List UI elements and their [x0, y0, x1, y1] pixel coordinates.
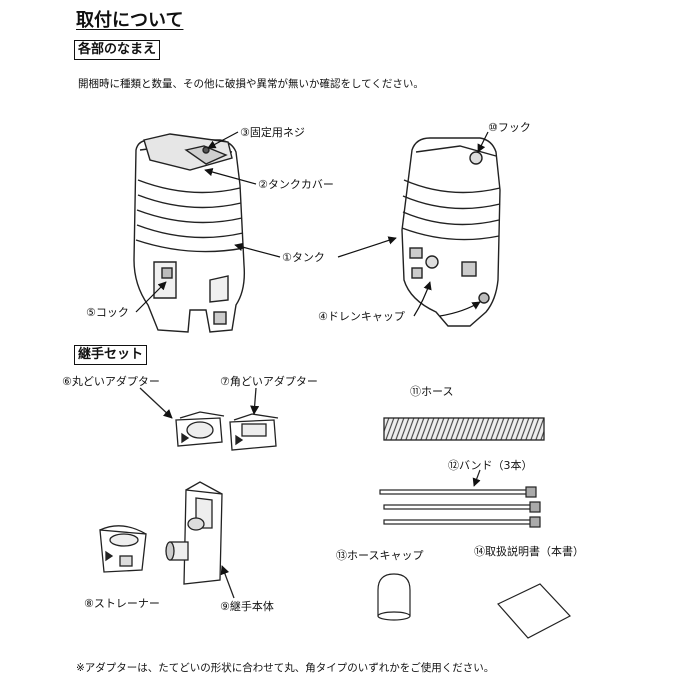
label-hose-cap: ⑬ホースキャップ	[336, 549, 424, 562]
joint-body-drawing	[165, 481, 235, 599]
label-round-adapter: ⑥丸どいアダプター	[62, 375, 160, 388]
label-drain-cap: ④ドレンキャップ	[318, 310, 405, 323]
hose-cap-drawing	[377, 573, 411, 621]
label-hook: ⑩フック	[488, 121, 531, 134]
label-joint-body: ⑨継手本体	[220, 600, 274, 613]
label-manual: ⑭取扱説明書（本書）	[474, 545, 584, 558]
label-cock: ⑤コック	[86, 306, 129, 319]
strainer-drawing	[99, 525, 147, 573]
page-title: 取付について	[76, 10, 184, 31]
manual-drawing	[497, 583, 571, 639]
label-fixing-screw: ③固定用ネジ	[240, 126, 305, 139]
label-hose: ⑪ホース	[410, 385, 454, 398]
tank-front-drawing	[133, 133, 246, 333]
intro-text: 開梱時に種類と数量、その他に破損や異常が無いか確認をしてください。	[78, 78, 424, 90]
tank-rear-drawing	[401, 137, 501, 327]
label-tank: ①タンク	[282, 251, 325, 264]
round-adapter-drawing	[139, 387, 225, 447]
footnote: ※アダプターは、たてどいの形状に合わせて丸、角タイプのいずれかをご使用ください。	[76, 662, 495, 674]
section-heading-parts-names: 各部のなまえ	[74, 40, 161, 60]
label-tank-cover: ②タンクカバー	[258, 178, 334, 191]
leader-arrows-top	[135, 131, 489, 317]
square-adapter-drawing	[229, 387, 279, 451]
label-band: ⑫バンド（3本）	[448, 459, 533, 472]
hose-drawing	[383, 417, 545, 441]
label-strainer: ⑧ストレーナー	[84, 597, 160, 610]
section-heading-joint-set: 継手セット	[74, 345, 148, 365]
label-square-adapter: ⑦角どいアダプター	[220, 375, 318, 388]
bands-drawing	[379, 469, 541, 528]
